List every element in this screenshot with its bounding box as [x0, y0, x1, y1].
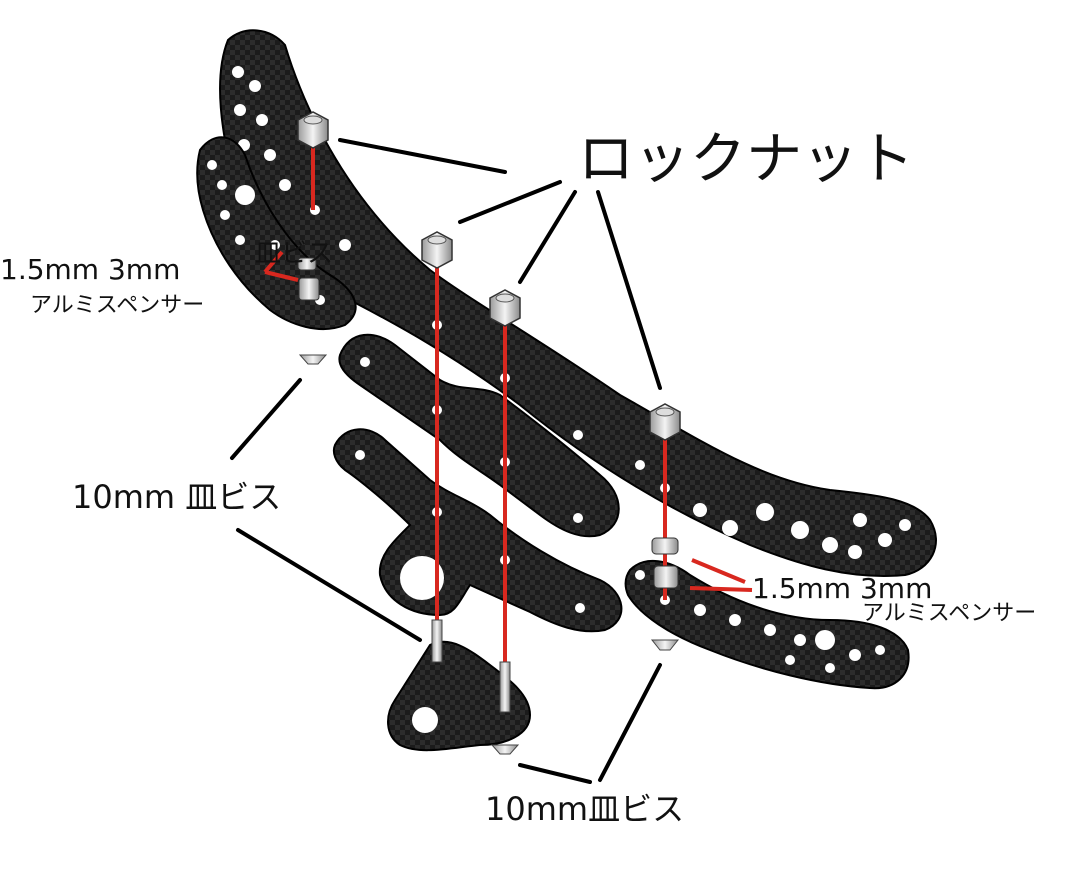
screw-plate-small-label: 皿ビス — [255, 239, 333, 269]
screw-left — [298, 354, 328, 365]
spacers-right — [651, 537, 679, 589]
screw-bottom-label: 10mm皿ビス — [485, 790, 684, 828]
screw-right — [650, 639, 680, 651]
locknuts — [297, 111, 681, 441]
spacer-name-left-label: アルミスペンサー — [30, 293, 204, 318]
right-side-plate — [624, 559, 910, 690]
screw-left-label: 10mm 皿ビス — [72, 478, 281, 516]
leader-lines — [230, 138, 753, 784]
locknut-1 — [297, 111, 329, 149]
locknut-4 — [649, 403, 681, 441]
locknut-2 — [421, 231, 453, 269]
spacer-size-left-label: 1.5mm 3mm — [0, 253, 180, 286]
top-long-plate — [219, 29, 937, 577]
spacer-name-right-label: アルミスペンサー — [862, 601, 1036, 626]
guide-rods — [311, 145, 667, 700]
spacer-size-right-label: 1.5mm 3mm — [752, 572, 932, 605]
screw-middle-2 — [490, 661, 520, 755]
middle-straight-plate — [338, 333, 620, 538]
locknut-label: ロックナット — [578, 127, 914, 192]
locknut-3 — [489, 289, 521, 327]
bottom-triangle-plate — [387, 640, 532, 752]
screw-middle-1 — [431, 619, 443, 663]
screws — [298, 354, 680, 755]
lower-plate-big-hole — [332, 428, 623, 633]
spacers-left — [297, 257, 320, 301]
